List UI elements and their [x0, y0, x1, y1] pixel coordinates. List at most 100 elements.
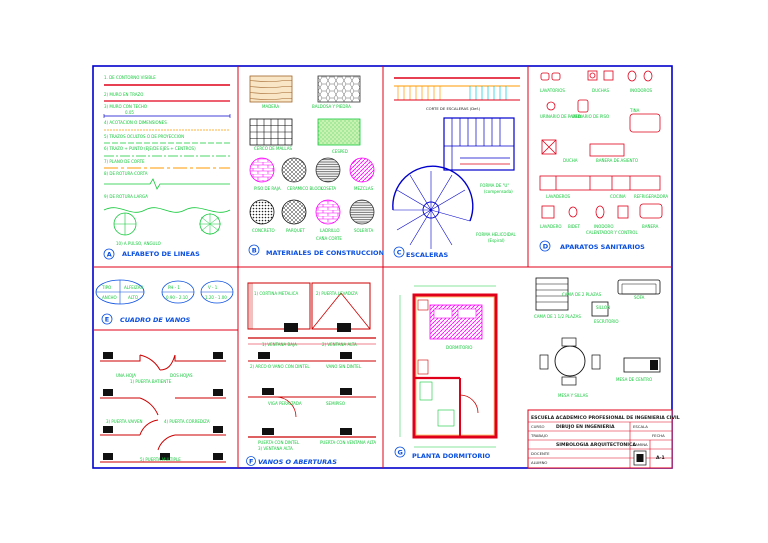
- tb-student-label: ALUMNO: [531, 460, 547, 465]
- section-c-letter: C: [397, 249, 402, 257]
- helical-stair-drawing: [392, 165, 474, 249]
- material-label-solerita: SOLERITA: [354, 228, 374, 233]
- opening-label-two-leaf: DOS HOJAS: [170, 373, 193, 378]
- sanitary-label-banera: BAÑERA: [642, 224, 659, 229]
- opening-label-door-lintel: PUERTA CON DINTEL: [258, 440, 300, 445]
- table-value-1: PH - 1: [168, 285, 180, 290]
- section-b-title: MATERIALES DE CONSTRUCCION: [266, 249, 384, 257]
- material-label-raja: PISO DE RAJA: [254, 186, 281, 191]
- dim-value: 0.05: [125, 110, 134, 115]
- section-g-title: PLANTA DORMITORIO: [412, 452, 491, 460]
- line-label-1: 1. DE CONTORNO VISIBLE: [104, 75, 156, 80]
- sanitary-label-banera-asiento: BAÑERA DE ASIENTO: [596, 158, 638, 163]
- panel-materials: MADERA BALDOSA Y PIEDRA CERCO DE MALLAS …: [248, 75, 384, 257]
- table-header-width: ANCHO: [102, 295, 117, 300]
- tb-scale-label: ESCALA: [633, 424, 648, 429]
- sanitary-label-lavaderos: LAVADEROS: [546, 194, 571, 199]
- line-label-6: 6) TRAZO + PUNTO (EJE/DE EJES + CENTROS): [104, 146, 196, 151]
- sanitary-label-lavatorio: LAVATORIOS: [540, 88, 565, 93]
- line-label-7: 7) PLANO DE CORTE: [104, 159, 145, 164]
- stairs-u-label: FORMA DE "U": [480, 183, 509, 188]
- sanitary-label-urinal-floor: URINARIO DE PISO: [572, 114, 609, 119]
- sanitary-label-lavadero: LAVADERO: [540, 224, 562, 229]
- opening-label-low-window: 1) VENTANA BAJA: [262, 342, 297, 347]
- section-d-letter: D: [543, 243, 549, 251]
- table-header-height: ALTO: [128, 295, 138, 300]
- sanitary-label-inodoro: INODOROS: [630, 88, 652, 93]
- table-header-sill: ALFEIZAR: [124, 285, 143, 290]
- panel-openings: UNA HOJA DOS HOJAS 1) PUERTA BATIENTE 3)…: [100, 282, 376, 466]
- opening-label-metal-curtain: 1) CORTINA METALICA: [254, 291, 298, 296]
- panel-sanitary: LAVATORIOS DUCHAS INODOROS URINARIO DE P…: [539, 70, 668, 252]
- tb-date-label: FECHA: [652, 433, 665, 438]
- sanitary-label-bidet: BIDET: [568, 224, 581, 229]
- material-label-block: CERAMICO BLOCK: [287, 186, 323, 191]
- furniture-label-bed-2: CAMA DE 2 PLAZAS: [562, 292, 602, 297]
- material-label-wood: MADERA: [262, 104, 279, 109]
- opening-label-lift-door: 2) PUERTA LEVADIZA: [316, 291, 358, 296]
- furniture-label-desk: ESCRITORIO: [594, 319, 619, 324]
- material-label-mesh: CERCO DE MALLAS: [254, 146, 292, 151]
- tb-topic-label: TRABAJO: [530, 433, 548, 438]
- material-label-tile: BALDOSA Y PIEDRA: [312, 104, 351, 109]
- section-a-letter: A: [107, 251, 112, 259]
- section-a-title: ALFABETO DE LINEAS: [122, 250, 200, 258]
- tb-course: DIBUJO EN INGENIERIA: [556, 424, 615, 430]
- line-label-4: 4) ACOTACION O DIMENSIONES: [104, 120, 167, 125]
- section-e-title: CUADRO DE VANOS: [120, 316, 191, 324]
- opening-label-swing-door: 1) PUERTA BATIENTE: [130, 379, 172, 384]
- opening-label-vaiven: 3) PUERTA VAIVEN: [106, 419, 143, 424]
- sanitary-label-ducha-2: DUCHA: [563, 158, 578, 163]
- stairs-helical-sub: (Espiral): [488, 238, 505, 243]
- opening-label-door-high-window: PUERTA CON VENTANA ALTA: [320, 440, 376, 445]
- material-label-cane: CAÑA CORTE: [316, 236, 342, 241]
- section-c-title: ESCALERAS: [406, 251, 449, 259]
- sanitary-label-calentador: CALENTADOR Y CONTROL: [586, 230, 638, 235]
- material-label-concrete: CONCRETO: [252, 228, 275, 233]
- section-f-title: VANOS O ABERTURAS: [258, 458, 337, 466]
- opening-label-arch: 2) ARCO O VANO CON DINTEL: [250, 364, 310, 369]
- section-g-letter: G: [398, 449, 403, 457]
- table-value-3: V - 1: [208, 285, 218, 290]
- section-b-letter: B: [252, 247, 257, 255]
- opening-label-high-window: 2) VENTANA ALTA: [322, 342, 357, 347]
- opening-label-one-leaf: UNA HOJA: [116, 373, 136, 378]
- panel-dividers: [93, 66, 672, 468]
- panel-stairs: CORTE DE ESCALERAS (Def.) FORMA DE "U" (…: [392, 77, 520, 259]
- tb-sheet-label: LAMINA: [633, 442, 648, 447]
- opening-label-semipiso: SEMIPISO: [326, 401, 345, 406]
- opening-label-sliding: 4) PUERTA CORREDIZA: [164, 419, 210, 424]
- line-label-8: 8) DE ROTURA CORTA: [104, 171, 148, 176]
- material-label-grass: CESPED: [332, 149, 348, 154]
- furniture-label-sofa: SOFA: [634, 295, 645, 300]
- opening-label-beam: VIGA PERALTADA: [268, 401, 302, 406]
- sanitary-label-refrigeradora: REFRIGERADORA: [634, 194, 668, 199]
- material-label-loseta: LOSETA: [321, 186, 336, 191]
- stairs-u-sub: (compensada): [484, 189, 513, 194]
- table-value-2: 0.90 - 2.10: [166, 295, 188, 300]
- tb-topic: SIMBOLOGIA ARQUITECTONICA: [556, 442, 636, 448]
- panel-furniture: CAMA DE 2 PLAZAS CAMA DE 1 1/2 PLAZAS SO…: [534, 277, 661, 398]
- line-label-3: 3) MURO CON TECHO: [104, 104, 147, 109]
- tb-school: ESCUELA ACADEMICO PROFESIONAL DE INGENIE…: [531, 415, 680, 421]
- plan-room-label: DORMITORIO: [446, 345, 472, 350]
- opening-label-multiple: 5) PUERTA MULTIPLE: [140, 457, 181, 462]
- table-value-4: 1.20 - 1.00: [205, 295, 227, 300]
- panel-openings-table: TIPO ALFEIZAR ANCHO ALTO PH - 1 0.90 - 2…: [95, 279, 234, 325]
- line-label-9: 9) DE ROTURA LARGA: [104, 194, 148, 199]
- table-header-type: TIPO: [101, 285, 111, 290]
- stairs-cut-label: CORTE DE ESCALERAS (Def.): [426, 106, 481, 111]
- title-block: ESCUELA ACADEMICO PROFESIONAL DE INGENIE…: [527, 409, 680, 469]
- furniture-label-bed: CAMA DE 1 1/2 PLAZAS: [534, 314, 581, 319]
- furniture-label-armchair: SILLON: [596, 305, 610, 310]
- line-label-10: 10) A PULSO, ANGULO: [116, 241, 161, 246]
- tb-course-label: CURSO: [531, 424, 544, 429]
- sanitary-label-urinal-wall: URINARIO DE PARED: [540, 114, 581, 119]
- material-label-brick: LADRILLO: [320, 228, 340, 233]
- sanitary-label-ducha: DUCHAS: [592, 88, 610, 93]
- stairs-helical-label: FORMA HELICOIDAL: [476, 232, 516, 237]
- section-f-letter: F: [249, 458, 253, 466]
- sanitary-label-cocina: COCINA: [610, 194, 626, 199]
- opening-label-high-window-2: 3) VENTANA ALTA: [258, 446, 293, 451]
